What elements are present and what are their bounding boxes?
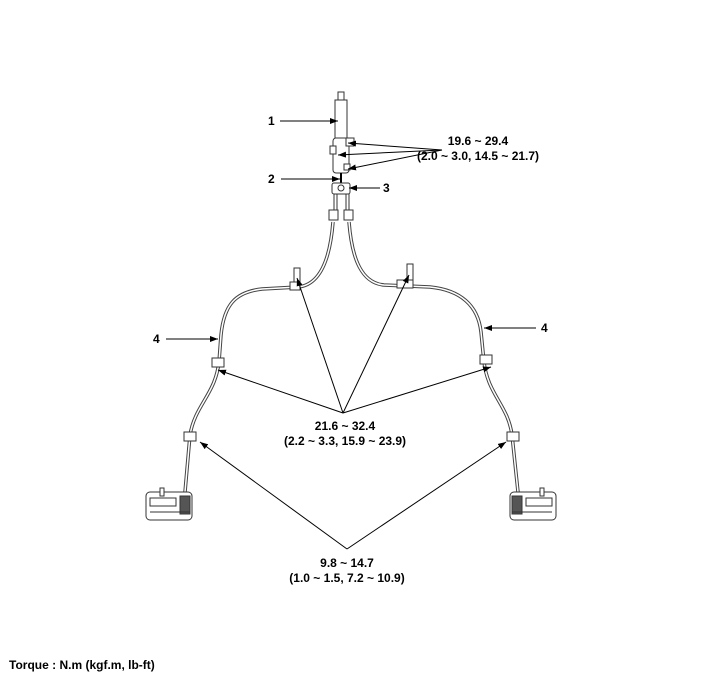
hose-brackets — [183, 263, 520, 442]
torque-hose-nm: 21.6 ~ 32.4 — [314, 419, 376, 433]
torque-master-alt: (2.0 ~ 3.0, 14.5 ~ 21.7) — [416, 149, 540, 163]
callout-4-left: 4 — [153, 332, 160, 346]
leader-lines — [166, 118, 536, 550]
torque-caliper-nm: 9.8 ~ 14.7 — [320, 556, 374, 570]
caliper-right — [509, 487, 557, 521]
master-cylinder — [329, 91, 355, 184]
brake-hoses-inner — [184, 221, 519, 493]
caliper-left — [145, 487, 193, 521]
callout-3: 3 — [383, 181, 390, 195]
torque-caliper-alt: (1.0 ~ 1.5, 7.2 ~ 10.9) — [289, 571, 405, 585]
torque-units-note: Torque : N.m (kgf.m, lb-ft) — [9, 658, 155, 672]
junction-block — [328, 182, 354, 221]
brake-hoses — [183, 221, 520, 493]
torque-hose-alt: (2.2 ~ 3.3, 15.9 ~ 23.9) — [283, 434, 407, 448]
callout-4-right: 4 — [541, 321, 548, 335]
torque-master-nm: 19.6 ~ 29.4 — [447, 134, 509, 148]
callout-1: 1 — [268, 114, 275, 128]
callout-2: 2 — [268, 172, 275, 186]
